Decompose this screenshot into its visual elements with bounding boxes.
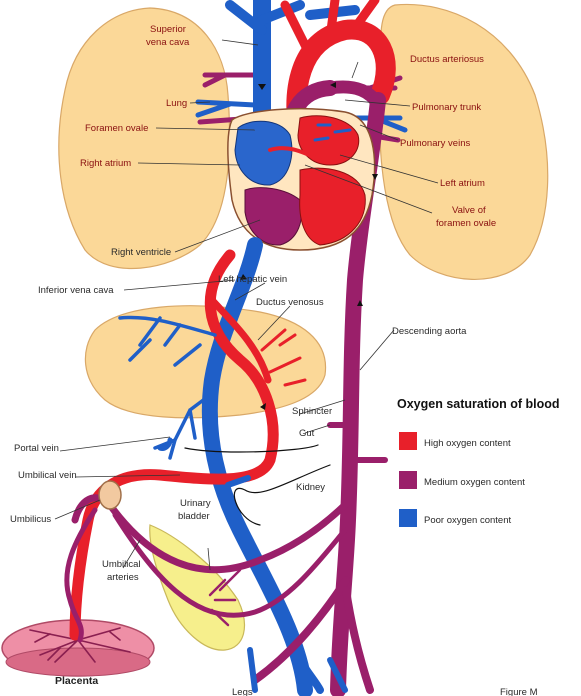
ivc-leg-blue (327, 657, 348, 693)
label-kidney: Kidney (296, 482, 325, 493)
label-superior-vena-cava-line2: vena cava (146, 37, 190, 48)
label-sphincter: Sphincter (292, 406, 332, 417)
label-foramen-ovale: Foramen ovale (85, 123, 148, 134)
legend-label-medium: Medium oxygen content (424, 477, 525, 488)
svc-branch (225, 0, 305, 35)
umbilicus-ring (98, 480, 122, 510)
legend: Oxygen saturation of blood High oxygen c… (397, 397, 560, 527)
label-descending-aorta: Descending aorta (392, 326, 467, 337)
ivc-leg-blue-left (247, 647, 258, 693)
umbilical-vein (69, 249, 279, 641)
label-right-ventricle: Right ventricle (111, 247, 171, 258)
label-portal-vein: Portal vein (14, 443, 59, 454)
foramen-ovale-flow (268, 146, 322, 162)
label-umbilical-vein: Umbilical vein (18, 470, 77, 481)
right-ventricle-chamber (244, 187, 303, 246)
label-right-atrium: Right atrium (80, 158, 131, 169)
leader-lines (54, 39, 439, 571)
left-lung (58, 7, 231, 270)
legend-title: Oxygen saturation of blood (397, 397, 560, 411)
label-pulmonary-trunk: Pulmonary trunk (412, 102, 481, 113)
label-ductus-arteriosus: Ductus arteriosus (410, 54, 484, 65)
umbilical-artery-left (112, 512, 348, 618)
gut-circuit-arrow (184, 444, 319, 453)
liver-vessels-blue (118, 315, 217, 460)
label-figure-tag: Figure M (500, 687, 538, 696)
urinary-bladder (149, 524, 246, 651)
label-gut: Gut (299, 428, 315, 439)
label-placenta: Placenta (55, 675, 98, 687)
umbilical-artery-right (71, 494, 354, 574)
label-ductus-venosus: Ductus venosus (256, 297, 324, 308)
umbilical-cord-twist (64, 507, 98, 643)
iliac-artery-right (342, 586, 374, 694)
label-left-atrium: Left atrium (440, 178, 485, 189)
label-urinary-bladder-line1: Urinary (180, 498, 211, 509)
kidney-vein (225, 475, 251, 488)
ductus-venosus (208, 296, 272, 384)
bladder-vessels (208, 568, 242, 627)
label-umbilical-arteries-line2: arteries (107, 572, 139, 583)
legend-swatch-poor (399, 509, 417, 527)
right-atrium-chamber (234, 120, 293, 186)
flow-arrows (240, 82, 378, 410)
kidney-circuit-arrow (233, 464, 331, 526)
label-umbilicus: Umbilicus (10, 514, 51, 525)
label-valve-foramen-ovale-line1: Valve of (452, 205, 486, 216)
legend-label-high: High oxygen content (424, 438, 511, 449)
legend-swatch-medium (399, 471, 417, 489)
legend-label-poor: Poor oxygen content (424, 515, 512, 526)
portal-vein-branch (157, 437, 173, 451)
liver-vessels-red (260, 328, 307, 387)
label-left-hepatic-vein: Left hepatic vein (218, 274, 287, 285)
label-legs: Legs (232, 687, 253, 696)
label-valve-foramen-ovale-line2: foramen ovale (436, 218, 496, 229)
label-pulmonary-veins: Pulmonary veins (400, 138, 470, 149)
ductus-arteriosus (323, 80, 382, 107)
label-superior-vena-cava-line1: Superior (150, 24, 186, 35)
label-umbilical-arteries-line1: Umbilical (102, 559, 141, 570)
legend-swatch-high (399, 432, 417, 450)
label-lung: Lung (166, 98, 187, 109)
label-inferior-vena-cava: Inferior vena cava (38, 285, 114, 296)
left-ventricle-chamber (299, 167, 366, 246)
arch-branches (280, 0, 380, 60)
label-urinary-bladder-line2: bladder (178, 511, 210, 522)
iliac-artery-left (251, 576, 350, 684)
heart-pulmonary-vein-markings (313, 123, 352, 142)
